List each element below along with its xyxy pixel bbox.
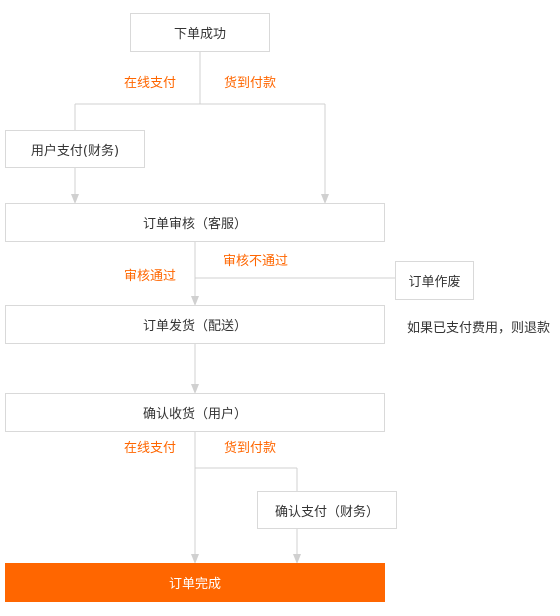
node-order-complete: 订单完成 [5, 563, 385, 602]
edge-label-review-fail: 审核不通过 [223, 254, 289, 269]
edge-label-cod-1: 货到付款 [224, 76, 277, 91]
edge-label-online-pay-1: 在线支付 [124, 76, 177, 91]
edge-label-cod-2: 货到付款 [224, 441, 277, 456]
node-order-void: 订单作废 [395, 261, 474, 300]
node-user-pay: 用户支付(财务) [5, 130, 145, 168]
refund-note: 如果已支付费用，则退款 [407, 321, 551, 336]
edge-label-review-pass: 审核通过 [124, 269, 177, 284]
node-order-review: 订单审核（客服） [5, 203, 385, 242]
node-confirm-pay: 确认支付（财务） [257, 491, 397, 529]
node-order-success: 下单成功 [130, 13, 270, 52]
edge-label-online-pay-2: 在线支付 [124, 441, 177, 456]
node-confirm-receipt: 确认收货（用户） [5, 393, 385, 432]
node-order-ship: 订单发货（配送） [5, 305, 385, 344]
